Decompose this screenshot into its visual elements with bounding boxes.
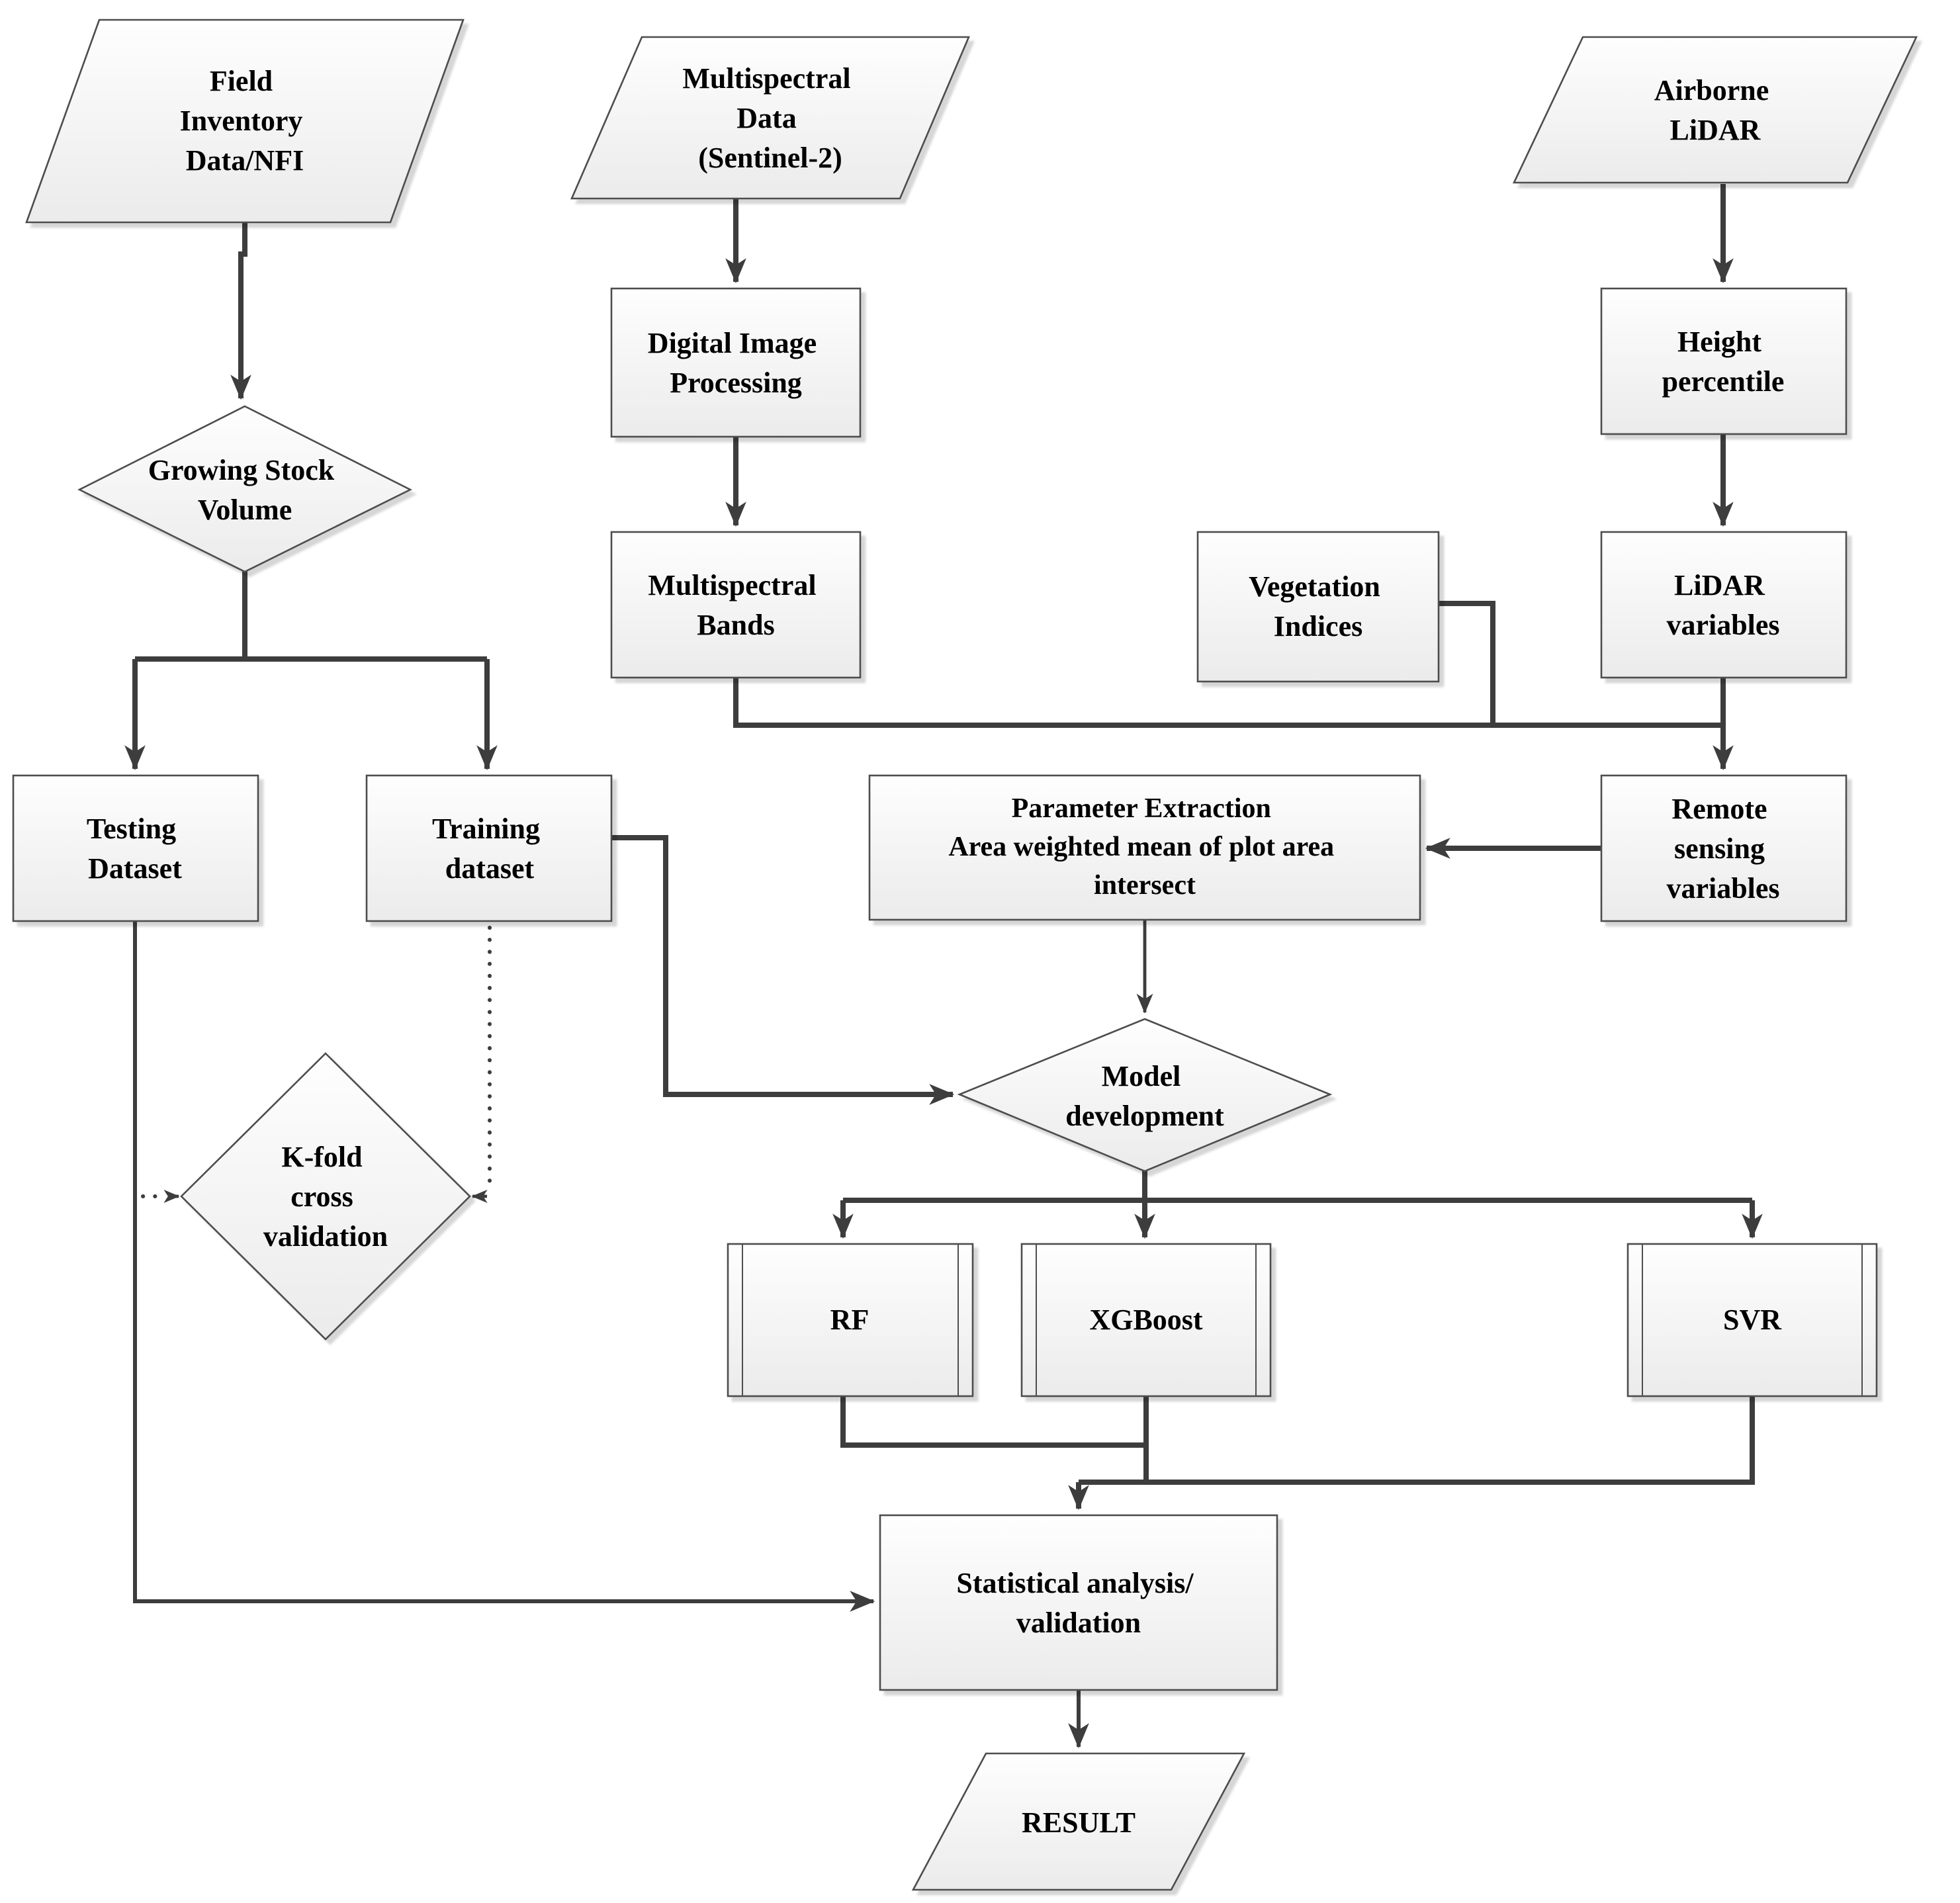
training-dataset-node: Training dataset (365, 774, 613, 922)
field-inventory-shape (25, 19, 465, 224)
training-dataset-shape (365, 774, 613, 922)
parameter-extraction-shape (868, 774, 1421, 921)
field-inventory-node: Field Inventory Data/NFI (25, 19, 465, 224)
model-development-label: Model development (1065, 1060, 1224, 1132)
training-dataset-label: Training dataset (432, 813, 547, 885)
vegetation-indices-label: Vegetation Indices (1249, 570, 1388, 642)
multispectral-bands-shape (610, 531, 862, 679)
digital-image-processing-label: Digital Image Processing (648, 327, 824, 399)
airborne-lidar-label: Airborne LiDAR (1654, 74, 1777, 146)
statistical-analysis-label: Statistical analysis/ validation (956, 1567, 1200, 1639)
airborne-lidar-node: Airborne LiDAR (1512, 36, 1918, 184)
kfold-cross-validation-node: K-fold cross validation (180, 1052, 471, 1341)
multispectral-data-shape (570, 36, 970, 200)
testing-dataset-shape (12, 774, 259, 922)
digital-image-processing-shape (610, 287, 862, 438)
line-gsv-split (135, 572, 487, 662)
airborne-lidar-shape (1512, 36, 1918, 184)
arrow-field-inventory-to-growing-stock (230, 222, 251, 400)
lidar-variables-node: LiDAR variables (1600, 531, 1848, 679)
remote-sensing-variables-shape (1600, 774, 1848, 922)
vegetation-indices-shape (1196, 531, 1440, 683)
line-rf-merge (840, 1396, 1146, 1448)
multispectral-bands-node: Multispectral Bands (610, 531, 862, 679)
remote-sensing-variables-label: Remote sensing variables (1666, 793, 1779, 905)
line-svr-merge (1079, 1396, 1755, 1485)
arrow-testing-to-statistical-analysis (133, 920, 875, 1612)
arrow-training-to-model-development (611, 835, 955, 1105)
node-layer: Field Inventory Data/NFI Multispectral D… (12, 19, 1918, 1891)
svr-label: SVR (1723, 1304, 1782, 1336)
testing-dataset-label: Testing Dataset (87, 813, 183, 885)
svr-node: SVR (1626, 1243, 1878, 1397)
model-development-shape (957, 1018, 1333, 1173)
rf-node: RF (727, 1243, 974, 1397)
height-percentile-label: Height percentile (1662, 326, 1785, 398)
growing-stock-volume-label: Growing Stock Volume (148, 454, 342, 526)
multispectral-data-label: Multispectral Data (Sentinel-2) (682, 62, 858, 174)
xgboost-node: XGBoost (1020, 1243, 1272, 1397)
lidar-variables-label: LiDAR variables (1666, 569, 1779, 641)
result-shape (911, 1752, 1246, 1891)
height-percentile-node: Height percentile (1600, 287, 1848, 435)
vegetation-indices-node: Vegetation Indices (1196, 531, 1440, 683)
svr-shape (1626, 1243, 1878, 1397)
line-bands-bus (733, 678, 1723, 728)
rf-shape (727, 1243, 974, 1397)
field-inventory-label: Field Inventory Data/NFI (180, 65, 310, 177)
growing-stock-volume-node: Growing Stock Volume (77, 405, 412, 573)
result-node: RESULT (911, 1752, 1246, 1891)
result-label: RESULT (1022, 1806, 1136, 1839)
line-vegetation-indices-join (1439, 601, 1495, 725)
rf-label: RF (830, 1304, 869, 1336)
xgboost-shape (1020, 1243, 1272, 1397)
xgboost-label: XGBoost (1089, 1304, 1202, 1336)
height-percentile-shape (1600, 287, 1848, 435)
remote-sensing-variables-node: Remote sensing variables (1600, 774, 1848, 922)
statistical-analysis-shape (879, 1514, 1278, 1691)
multispectral-data-node: Multispectral Data (Sentinel-2) (570, 36, 970, 200)
testing-dataset-node: Testing Dataset (12, 774, 259, 922)
statistical-analysis-node: Statistical analysis/ validation (879, 1514, 1278, 1691)
multispectral-bands-label: Multispectral Bands (648, 569, 823, 641)
growing-stock-volume-shape (77, 405, 412, 573)
parameter-extraction-label: Parameter Extraction Area weighted mean … (948, 793, 1341, 901)
lidar-variables-shape (1600, 531, 1848, 679)
model-development-node: Model development (957, 1018, 1333, 1173)
parameter-extraction-node: Parameter Extraction Area weighted mean … (868, 774, 1421, 921)
kfold-cross-validation-shape (180, 1052, 471, 1341)
kfold-cross-validation-label: K-fold cross validation (263, 1141, 388, 1253)
digital-image-processing-node: Digital Image Processing (610, 287, 862, 438)
connector-layer (124, 184, 1763, 1749)
